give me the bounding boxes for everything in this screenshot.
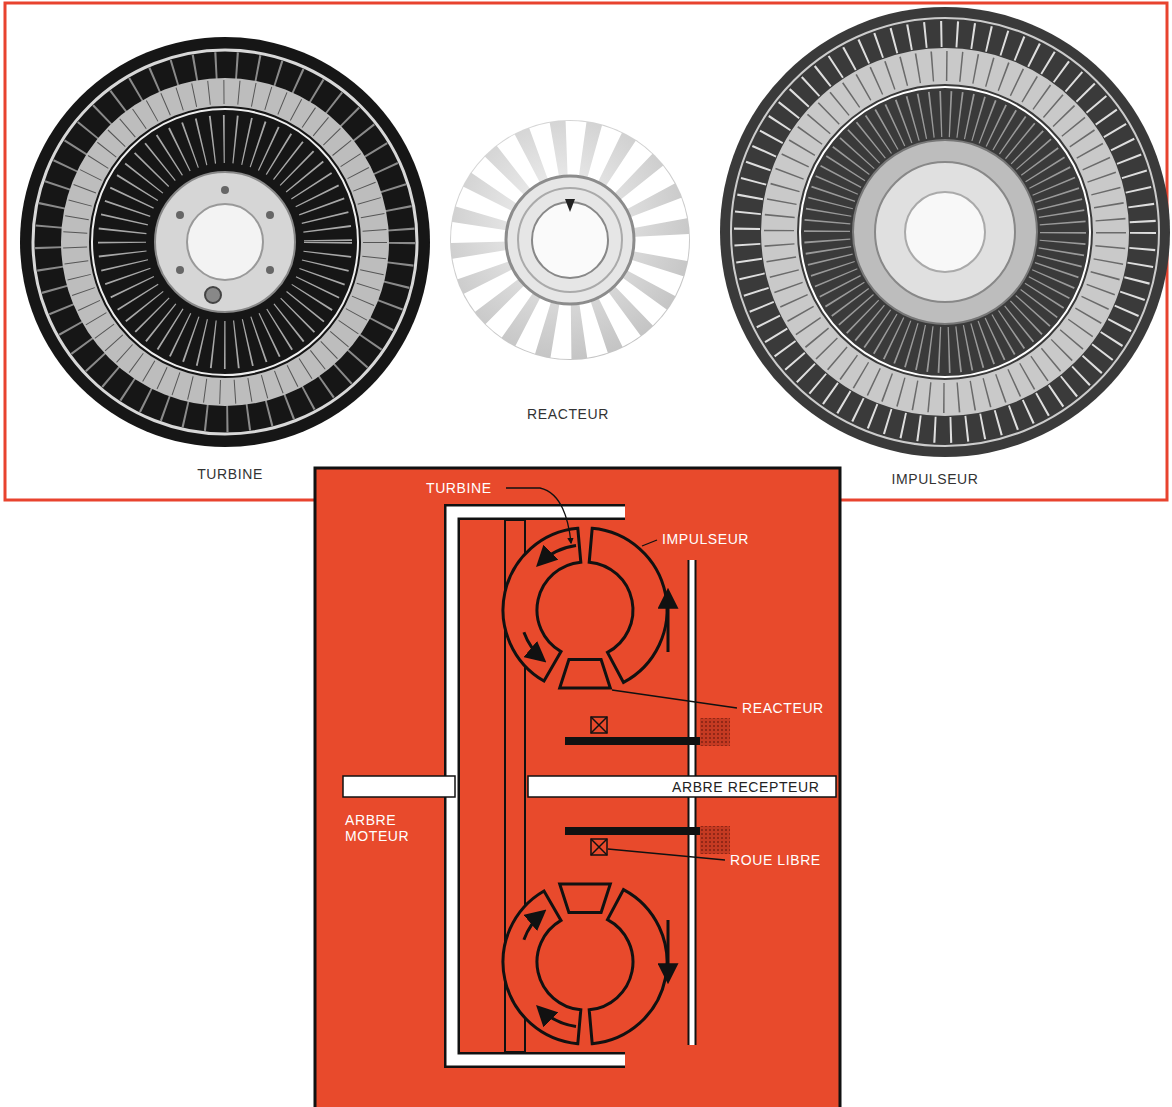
housing-edge [688, 560, 697, 1045]
bolt-hole [266, 211, 274, 219]
flow-arrow [539, 546, 576, 564]
impeller-disc [720, 7, 1170, 457]
turbine-inner-blades [122, 139, 328, 345]
reactor-bore [532, 202, 608, 278]
impeller-inner-blades [827, 114, 1063, 350]
part-label: ARBRE RECEPTEUR [672, 779, 819, 795]
reactor-notch [565, 199, 575, 212]
turbine-blades [49, 66, 401, 418]
freewheel-cross [591, 717, 607, 733]
flow-arrow [667, 592, 670, 652]
turbine-disc [20, 37, 430, 447]
converter-half [503, 528, 730, 746]
part-label: TURBINE [426, 480, 492, 496]
turbine-ring [33, 50, 417, 434]
impeller-ring [731, 18, 1159, 446]
housing [690, 560, 695, 1045]
impeller-ring [800, 87, 1090, 377]
turbine-plug [205, 287, 221, 303]
turbine-slots [75, 92, 375, 392]
output-shaft [528, 776, 836, 797]
leader-line [506, 488, 571, 543]
turbine-core [75, 92, 375, 392]
hatched-support [700, 718, 730, 746]
reactor-blades [480, 150, 660, 330]
turbine-hub [155, 172, 295, 312]
part-label: REACTEUR [742, 700, 824, 716]
reactor-photo [450, 120, 690, 360]
impeller-hub [853, 140, 1037, 324]
impeller-core [779, 66, 1111, 398]
converter-half-mirror [503, 826, 730, 1044]
photo-caption: IMPULSEUR [891, 471, 978, 487]
part-label: ROUE LIBRE [730, 852, 821, 868]
leader-line [608, 849, 725, 860]
impeller-photo [720, 7, 1170, 457]
leader-line [612, 690, 737, 708]
flow-arrow [524, 632, 543, 660]
leader-line [642, 540, 657, 546]
freewheel-symbol [591, 717, 607, 733]
drive-shaft [343, 776, 455, 797]
schematic-panel [315, 468, 840, 1107]
turbine-bore [187, 204, 263, 280]
photo-caption: TURBINE [197, 466, 263, 482]
bolt-hole [221, 186, 229, 194]
turbine-ring [92, 109, 358, 375]
reactor-disc [450, 120, 690, 360]
impeller-slots [779, 66, 1111, 398]
part-label: IMPULSEUR [662, 531, 749, 547]
bolt-hole [176, 211, 184, 219]
reactor-ring [506, 176, 634, 304]
bolt-hole [266, 266, 274, 274]
impeller-hub [875, 162, 1015, 302]
impeller-blades [747, 34, 1143, 430]
reactor-ring [518, 188, 622, 292]
photo-caption: REACTEUR [527, 406, 609, 422]
part-label: ARBRE MOTEUR [345, 812, 420, 844]
reactor-section [560, 660, 611, 689]
impeller-bore [905, 192, 985, 272]
bolt-hole [176, 266, 184, 274]
turbine-photo [20, 37, 430, 447]
